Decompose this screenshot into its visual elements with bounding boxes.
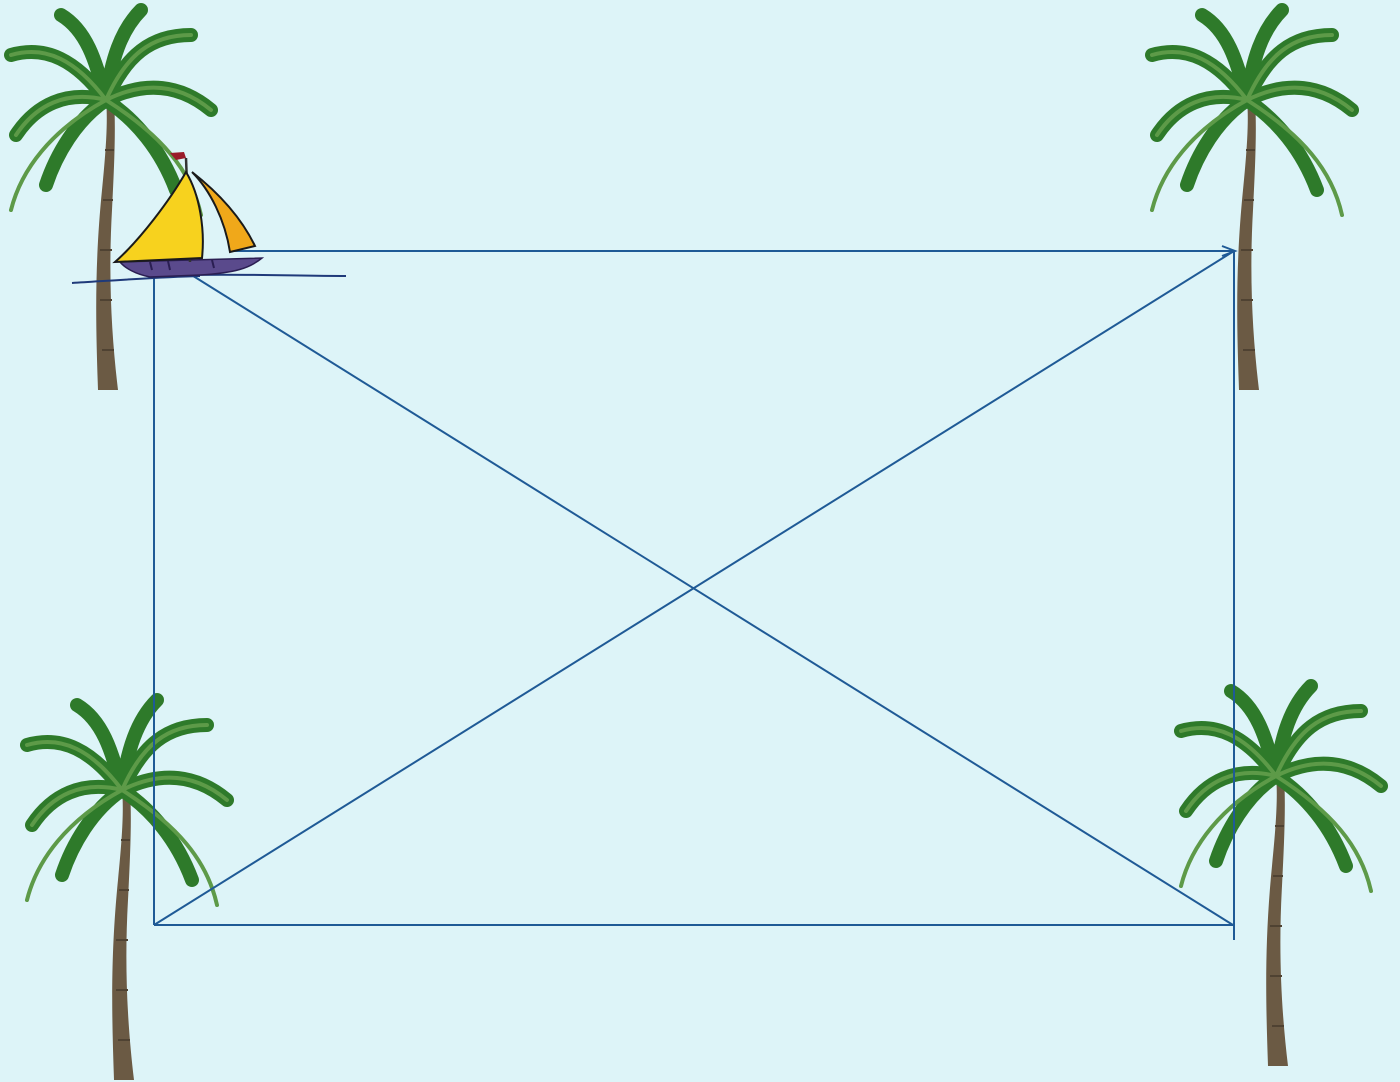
palm-tree-icon — [27, 700, 227, 1080]
palm-tree-icon — [1152, 10, 1352, 390]
route-lines — [154, 251, 1234, 940]
palm-tree-icon — [1181, 686, 1381, 1066]
route-diagonal-down — [190, 274, 1233, 925]
